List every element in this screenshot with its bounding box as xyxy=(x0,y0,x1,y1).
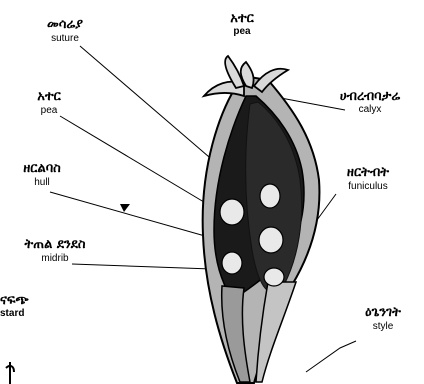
label-calyx-english: calyx xyxy=(318,105,422,115)
label-midrib-english: midrib xyxy=(0,254,110,264)
label-calyx: ሀብረብባታሬ calyx xyxy=(318,90,422,115)
label-hull: ዘርልባስ hull xyxy=(0,162,84,188)
stalk-fragment xyxy=(6,362,14,384)
label-suture: መሳሬያ suture xyxy=(30,18,100,44)
label-hull-english: hull xyxy=(0,178,84,188)
label-funiculus-english: funiculus xyxy=(326,182,410,192)
seed-3 xyxy=(259,227,283,253)
label-pea: አተር pea xyxy=(14,90,84,116)
label-style: ዕጌንገት style xyxy=(350,306,416,332)
label-pea-english: pea xyxy=(14,106,84,116)
label-pea-amharic: አተር xyxy=(14,90,84,103)
label-calyx-amharic: ሀብረብባታሬ xyxy=(318,90,422,103)
label-hull-amharic: ዘርልባስ xyxy=(0,162,84,175)
label-style-english: style xyxy=(350,322,416,332)
label-midrib: ትጠል ደንደስ midrib xyxy=(0,238,110,264)
label-mustard: ናፍጭ stard xyxy=(0,294,46,319)
leader-hull-arrow xyxy=(120,204,130,212)
label-funiculus-amharic: ዘርትብት xyxy=(326,166,410,179)
label-funiculus: ዘርትብት funiculus xyxy=(326,166,410,192)
leader-suture xyxy=(80,46,230,175)
label-suture-amharic: መሳሬያ xyxy=(30,18,100,31)
label-mustard-english: stard xyxy=(0,309,46,319)
leader-hull xyxy=(50,192,212,238)
seed-5 xyxy=(264,268,284,286)
label-pea-top: አተር pea xyxy=(212,12,272,37)
label-style-amharic: ዕጌንገት xyxy=(350,306,416,319)
leader-pea xyxy=(60,116,224,214)
label-suture-english: suture xyxy=(30,34,100,44)
seed-2 xyxy=(260,184,280,208)
seed-4 xyxy=(222,252,242,274)
seed-1 xyxy=(220,199,244,225)
leader-style xyxy=(306,341,356,372)
label-pea-top-english: pea xyxy=(212,27,272,37)
label-midrib-amharic: ትጠል ደንደስ xyxy=(0,238,110,251)
label-mustard-amharic: ናፍጭ xyxy=(0,294,46,307)
label-pea-top-amharic: አተር xyxy=(212,12,272,25)
